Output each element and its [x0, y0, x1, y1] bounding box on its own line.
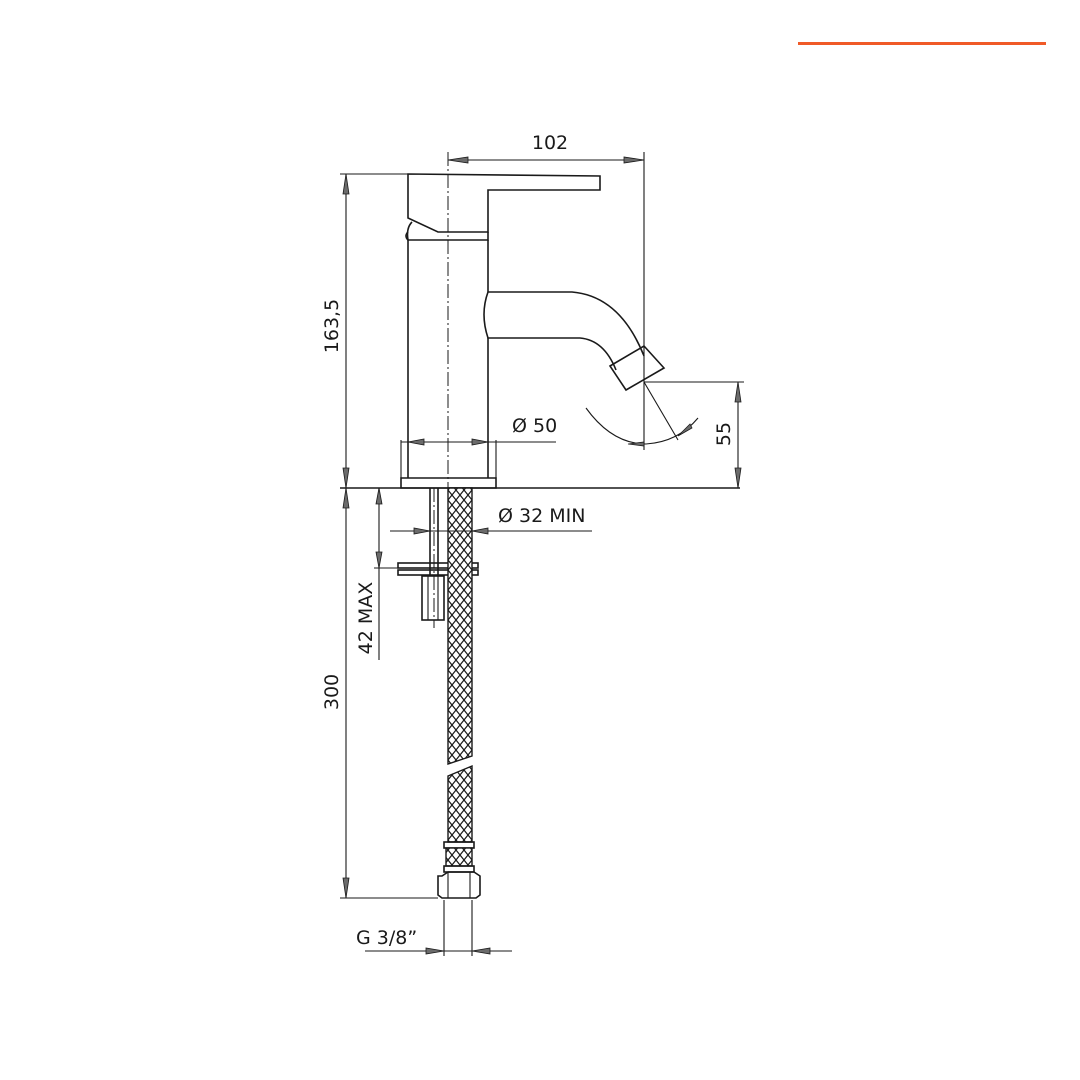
dimension-hose-length-label: 300: [321, 674, 343, 710]
dimension-base-diameter: Ø 50: [401, 415, 557, 446]
hex-nut: [437, 871, 481, 899]
accent-bar: [798, 42, 1046, 45]
dimension-hose-thread-label: G 3/8”: [356, 927, 417, 949]
dimension-height-label: 163,5: [321, 299, 343, 353]
dimension-hose-thread: G 3/8”: [356, 900, 512, 956]
dimension-deck-thickness: 42 MAX: [355, 487, 398, 660]
dimension-hole-diameter: Ø 32 MIN: [390, 505, 592, 535]
dimension-reach-label: 102: [532, 132, 568, 154]
dimension-deck-thickness-label: 42 MAX: [355, 582, 377, 655]
lever-handle: [407, 173, 601, 233]
spout: [483, 291, 645, 371]
aerator: [608, 344, 666, 392]
dimension-spout-height-label: 55: [713, 422, 735, 446]
dimension-height: 163,5: [321, 173, 408, 489]
dimension-reach: 102: [447, 132, 645, 450]
braided-hose: [437, 487, 481, 899]
dimension-hole-diameter-label: Ø 32 MIN: [498, 505, 585, 527]
swivel-angle: [585, 381, 699, 447]
dimension-base-diameter-label: Ø 50: [512, 415, 557, 437]
dimension-hose-length: 300: [321, 487, 438, 899]
mounting-stud: [397, 488, 479, 628]
faucet-body: [340, 173, 740, 489]
dimension-spout-height: 55: [644, 381, 744, 489]
